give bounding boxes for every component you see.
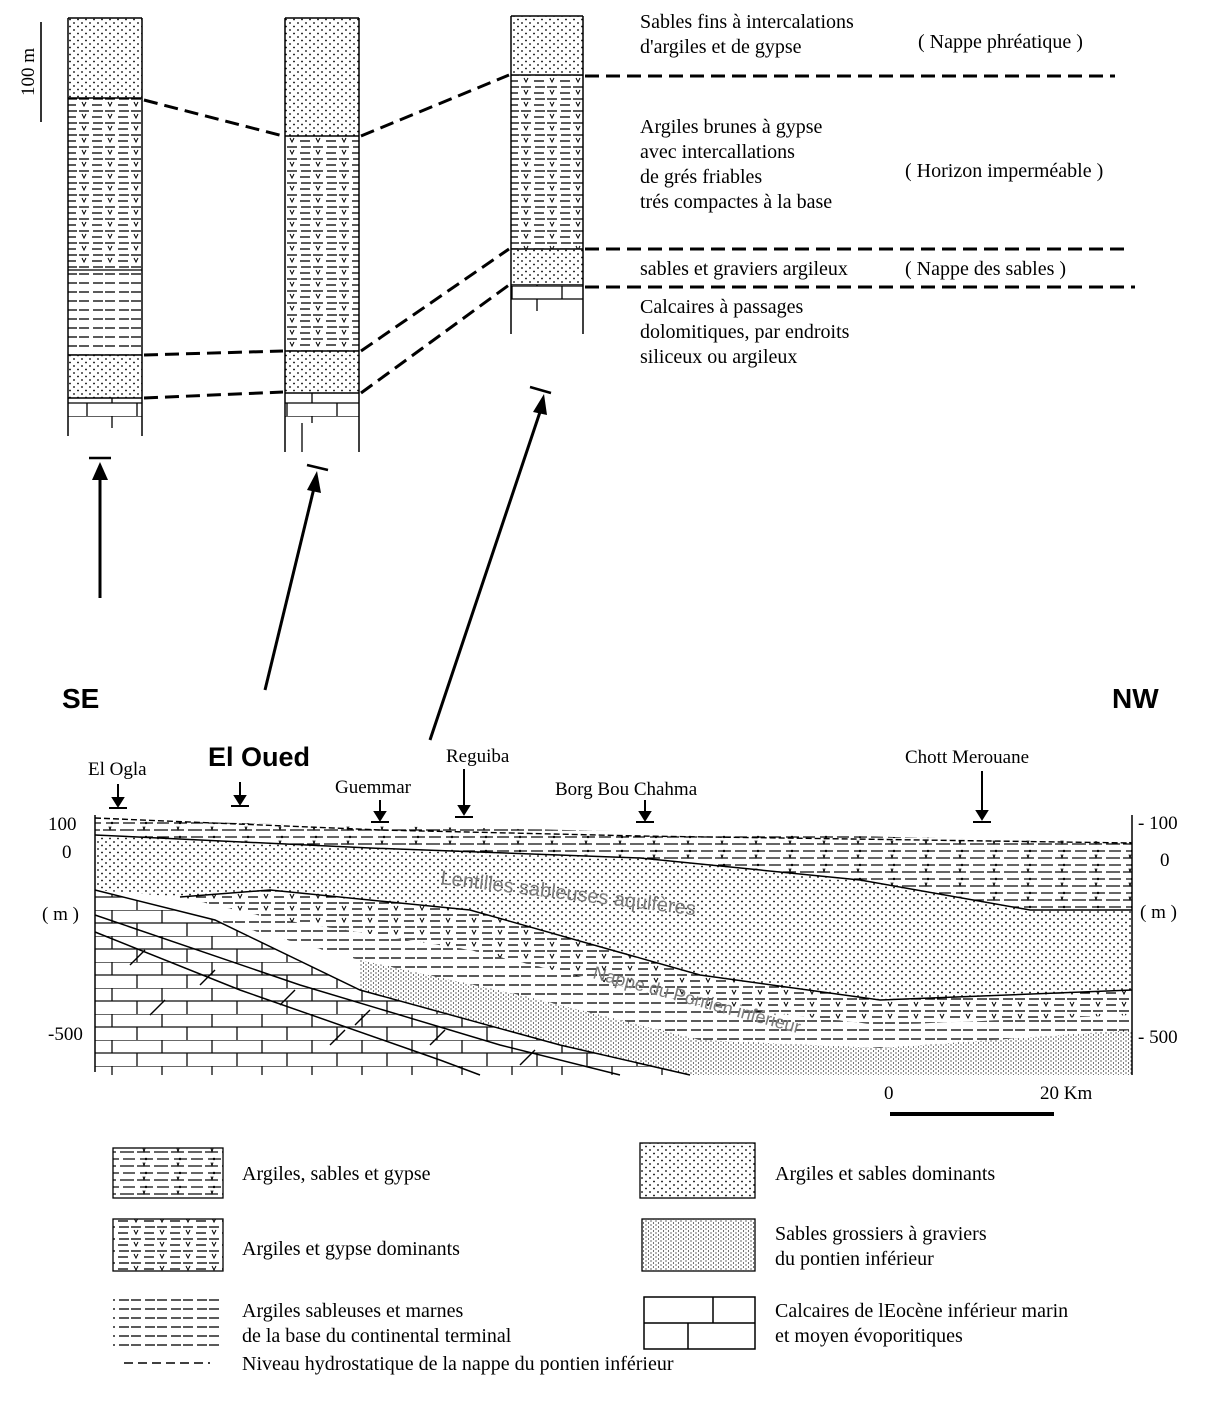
tag-nappe-phreatique: ( Nappe phréatique ) xyxy=(918,31,1083,53)
log-column-el-ogla xyxy=(68,18,142,436)
legend-label-calcaires-2: et moyen évoporitiques xyxy=(775,1325,963,1347)
vertical-scale: 100 m xyxy=(18,22,41,122)
location-pointers xyxy=(89,387,551,740)
desc-argiles-brunes-4: trés compactes à la base xyxy=(640,191,832,213)
location-labels: El Ogla El Oued Guemmar Reguiba Borg Bou… xyxy=(88,742,1029,800)
desc-argiles-brunes-3: de grés friables xyxy=(640,166,762,188)
legend-label-argiles-gypse: Argiles et gypse dominants xyxy=(242,1238,460,1260)
tag-horizon-impermeable: ( Horizon imperméable ) xyxy=(905,160,1103,182)
axis-right-0: 0 xyxy=(1160,850,1170,871)
direction-se: SE xyxy=(62,683,99,714)
loc-guemmar: Guemmar xyxy=(335,777,412,798)
axis-right-500: - 500 xyxy=(1138,1027,1178,1048)
axis-left-100: 100 xyxy=(48,814,77,835)
legend-label-argiles-sableuses-2: de la base du continental terminal xyxy=(242,1325,512,1347)
legend-label-sables-grossiers-1: Sables grossiers à graviers xyxy=(775,1223,987,1245)
log-column-el-oued xyxy=(285,18,359,452)
legend-calcaires: Calcaires de lEocène inférieur marin et … xyxy=(644,1297,1068,1349)
cross-section: Lentilles sableuses aquifères Nappe du P… xyxy=(95,815,1132,1075)
desc-sables-graviers: sables et graviers argileux xyxy=(640,258,848,280)
scale-end: 20 Km xyxy=(1040,1083,1092,1104)
axis-left-500: -500 xyxy=(48,1024,83,1045)
desc-argiles-brunes-2: avec intercallations xyxy=(640,141,795,163)
desc-calcaires-2: dolomitiques, par endroits xyxy=(640,321,850,343)
axis-left: 100 0 ( m ) -500 xyxy=(42,814,83,1045)
location-markers xyxy=(109,769,991,822)
loc-el-ogla: El Ogla xyxy=(88,759,147,780)
axis-left-0: 0 xyxy=(62,842,72,863)
legend-niveau-hydrostatique: Niveau hydrostatique de la nappe du pont… xyxy=(124,1353,674,1375)
desc-argiles-brunes-1: Argiles brunes à gypse xyxy=(640,116,822,138)
direction-nw: NW xyxy=(1112,683,1159,714)
loc-borg-bou-chahma: Borg Bou Chahma xyxy=(555,779,698,800)
axis-right: - 100 0 ( m ) - 500 xyxy=(1138,813,1178,1048)
axis-right-100: - 100 xyxy=(1138,813,1178,834)
desc-sables-fins-2: d'argiles et de gypse xyxy=(640,36,802,58)
legend-label-sables-grossiers-2: du pontien inférieur xyxy=(775,1248,934,1270)
column-descriptions: Sables fins à intercalations d'argiles e… xyxy=(640,11,1103,368)
legend-label-argiles-sables-gypse: Argiles, sables et gypse xyxy=(242,1163,431,1185)
desc-sables-fins-1: Sables fins à intercalations xyxy=(640,11,854,33)
legend-label-argiles-sables-dominants: Argiles et sables dominants xyxy=(775,1163,995,1185)
legend-argiles-sables-dominants: Argiles et sables dominants xyxy=(640,1143,995,1198)
distance-scale-bar: 0 20 Km xyxy=(884,1083,1092,1114)
log-column-reguiba xyxy=(511,16,583,334)
desc-calcaires-1: Calcaires à passages xyxy=(640,296,803,318)
legend-argiles-gypse: Argiles et gypse dominants xyxy=(113,1219,460,1271)
legend: Argiles, sables et gypse Argiles et gyps… xyxy=(113,1143,1068,1375)
scale-zero: 0 xyxy=(884,1083,894,1104)
legend-argiles-sables-gypse: Argiles, sables et gypse xyxy=(113,1148,431,1198)
legend-label-calcaires-1: Calcaires de lEocène inférieur marin xyxy=(775,1300,1068,1322)
tag-nappe-sables: ( Nappe des sables ) xyxy=(905,258,1066,280)
legend-sables-grossiers: Sables grossiers à graviers du pontien i… xyxy=(642,1219,987,1271)
loc-reguiba: Reguiba xyxy=(446,746,510,767)
legend-argiles-sableuses: Argiles sableuses et marnes de la base d… xyxy=(113,1297,512,1347)
desc-calcaires-3: siliceux ou argileux xyxy=(640,346,797,368)
legend-label-niveau: Niveau hydrostatique de la nappe du pont… xyxy=(242,1353,674,1375)
scale-label: 100 m xyxy=(18,48,39,96)
legend-label-argiles-sableuses-1: Argiles sableuses et marnes xyxy=(242,1300,463,1322)
axis-left-unit: ( m ) xyxy=(42,904,79,925)
loc-chott-merouane: Chott Merouane xyxy=(905,747,1029,768)
loc-el-oued: El Oued xyxy=(208,742,310,772)
axis-right-unit: ( m ) xyxy=(1140,902,1177,923)
